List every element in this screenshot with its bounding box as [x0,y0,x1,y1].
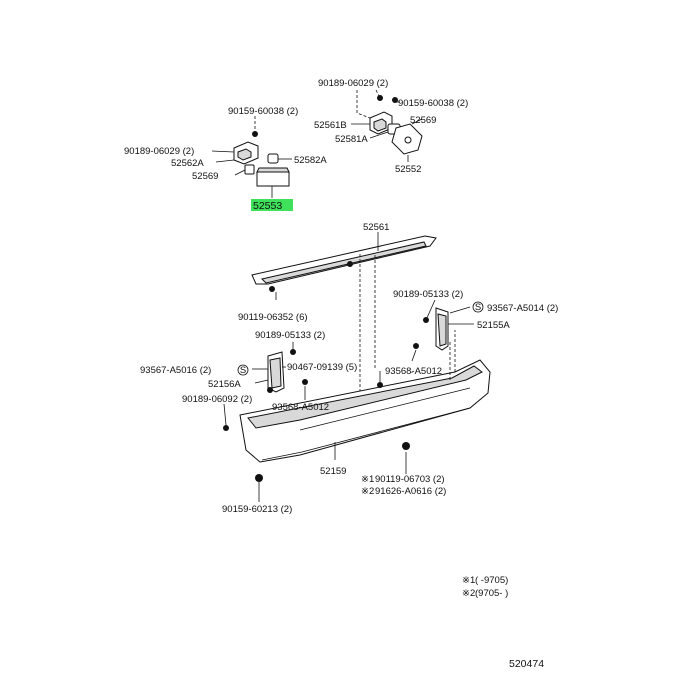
svg-text:S: S [240,365,246,376]
legend-range-1: ( -9705) [475,575,508,586]
label-90189-06092: 90189-06092 (2) [182,394,252,405]
label-52155A: 52155A [477,320,510,331]
label-90189-05133-right: 90189-05133 (2) [393,289,463,300]
label-90189-05133-left: 90189-05133 (2) [255,330,325,341]
label-52562A: 52562A [171,158,204,169]
label-52156A: 52156A [208,379,241,390]
label-52569-right: 52569 [410,115,436,126]
bracket-52156A [252,342,308,400]
label-90119-06703: 90119-06703 (2) [375,474,445,485]
label-52552: 52552 [395,164,421,175]
highlight-52553 [251,199,293,211]
label-90159-60213: 90159-60213 (2) [222,504,292,515]
label-90159-60038-right: 90159-60038 (2) [398,98,468,109]
label-52569-left: 52569 [192,171,218,182]
label-52561: 52561 [363,222,389,233]
label-90159-60038-left: 90159-60038 (2) [228,106,298,117]
label-93568-A5012-right: 93568-A5012 [385,366,442,377]
label-91626-A0616: 91626-A0616 (2) [375,486,446,497]
svg-text:S: S [475,302,481,313]
label-93568-A5012-left: 93568-A5012 [272,402,329,413]
label-90467-09139: 90467-09139 (5) [287,362,357,373]
label-52159: 52159 [320,466,346,477]
label-90189-06029-top: 90189-06029 (2) [318,78,388,89]
label-52553: 52553 [253,200,282,212]
label-52582A: 52582A [294,155,327,166]
upper-leader-lines [211,89,423,198]
label-52561B: 52561B [314,120,347,131]
date-legend: ※1 ( -9705) ※2 (9705- ) [462,575,508,599]
label-90189-06029-left: 90189-06029 (2) [124,146,194,157]
label-93567-A5016: 93567-A5016 (2) [140,365,211,376]
label-93567-A5014: 93567-A5014 (2) [487,303,558,314]
footnote-mark-2: ※2 [361,486,374,497]
footnote-mark-1: ※1 [361,474,374,485]
upper-left-bracket-group [233,131,290,187]
part-labels: 90189-06029 (2) 90159-60038 (2) 90159-60… [124,78,558,515]
label-90119-06352: 90119-06352 (6) [238,312,308,323]
upper-right-bracket-group [369,95,423,155]
spoiler-52561 [251,232,437,415]
lower-leader-lines [223,371,413,502]
legend-mark-2: ※2 [462,588,475,599]
diagram-number: 520474 [509,658,544,670]
bumper-cover-52159 [223,330,491,482]
legend-mark-1: ※1 [462,575,475,586]
bracket-52155A [411,299,474,362]
s-circle-markers: S S [237,301,484,376]
label-52581A: 52581A [335,134,368,145]
legend-range-2: (9705- ) [475,588,508,599]
